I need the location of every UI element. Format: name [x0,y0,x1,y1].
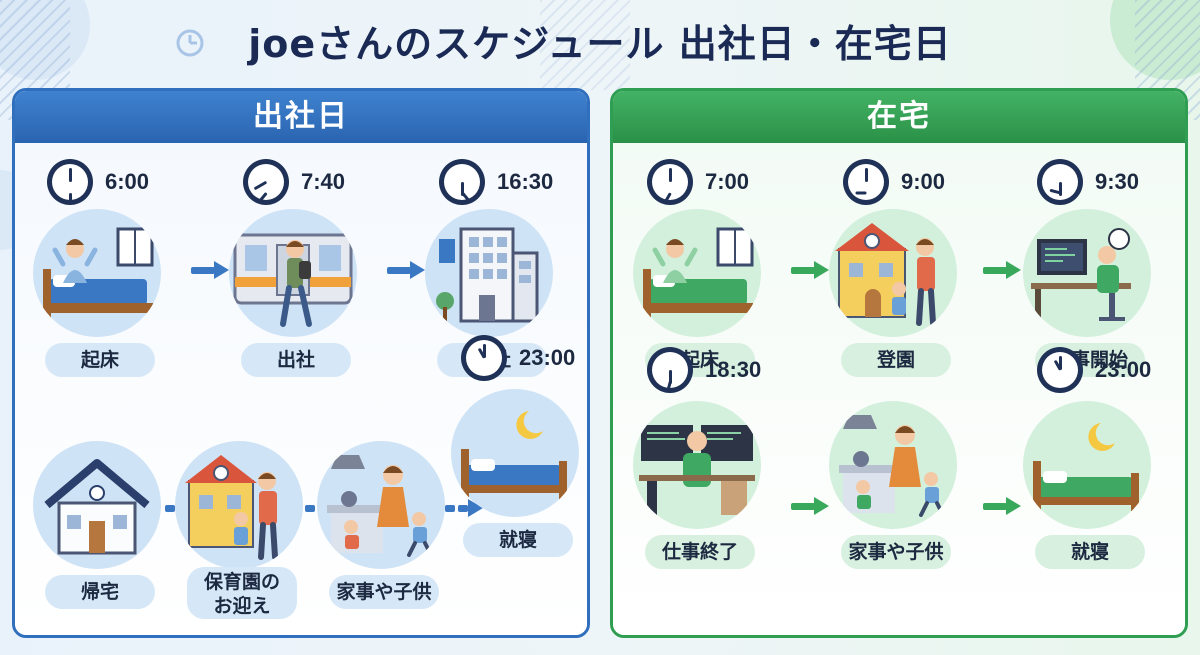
flow-arrow [983,261,1021,279]
activity-label: 登園 [841,343,951,377]
activity-label-line: 保育園の [203,571,280,593]
clock-icon [647,347,693,393]
activity-label: 家事や子供 [841,535,951,569]
time-label: 18:30 [705,357,762,382]
sleep-bed-icon [451,389,579,517]
time-label: 23:00 [1095,357,1152,382]
housework-children-icon [317,441,445,569]
flow-arrow [191,261,229,279]
clock-icon [243,159,289,205]
activity-label: 保育園のお迎え [187,567,297,619]
time-label: 7:40 [301,169,346,194]
work-from-home-timeline: 7:00 起床 9:00 登園 9:30 仕事開始 18:30 [613,143,1185,635]
activity-label: 帰宅 [45,575,155,609]
clock-icon [461,335,507,381]
wake-up-bed-icon [633,209,761,337]
activity-label: 仕事終了 [645,535,755,569]
commute-train-icon [229,209,357,337]
nursery-drop-off-icon [829,209,957,337]
time-label: 9:30 [1095,169,1140,194]
flow-arrow [983,497,1021,515]
decorative-stripes [540,0,630,90]
flow-arrow [791,261,829,279]
work-from-home-heading: 在宅 [613,91,1185,143]
desk-work-icon [1023,209,1151,337]
clock-icon [1037,159,1083,205]
activity-label: 就寝 [463,523,573,557]
time-label: 23:00 [519,345,576,370]
housework-children-icon [829,401,957,529]
wake-up-bed-icon [33,209,161,337]
clock-icon [1037,347,1083,393]
activity-label: 出社 [241,343,351,377]
clock-icon [647,159,693,205]
activity-label: 就寝 [1035,535,1145,569]
office-day-heading: 出社日 [15,91,587,143]
page-title: joeさんのスケジュール 出社日・在宅日 [248,22,952,66]
clock-icon [843,159,889,205]
clock-icon [439,159,485,205]
time-label: 6:00 [105,169,150,194]
flow-arrow [387,261,425,279]
time-label: 7:00 [705,169,750,194]
office-day-panel: 出社日 6:00 起床 7:40 出社 16:30 退社 [12,88,590,638]
clock-icon [47,159,93,205]
activity-label-line: お迎え [213,595,271,617]
monitors-work-end-icon [633,401,761,529]
house-icon [33,441,161,569]
activity-label: 家事や子供 [329,575,439,609]
office-building-icon [425,209,553,337]
office-day-timeline: 6:00 起床 7:40 出社 16:30 退社 [15,143,587,635]
activity-label: 起床 [45,343,155,377]
sleep-bed-icon [1023,401,1151,529]
work-from-home-panel: 在宅 7:00 起床 9:00 登園 9:30 仕事開始 [610,88,1188,638]
flow-arrow [791,497,829,515]
time-label: 16:30 [497,169,554,194]
clock-outline-icon [176,29,204,57]
time-label: 9:00 [901,169,946,194]
nursery-pickup-icon [175,441,303,569]
